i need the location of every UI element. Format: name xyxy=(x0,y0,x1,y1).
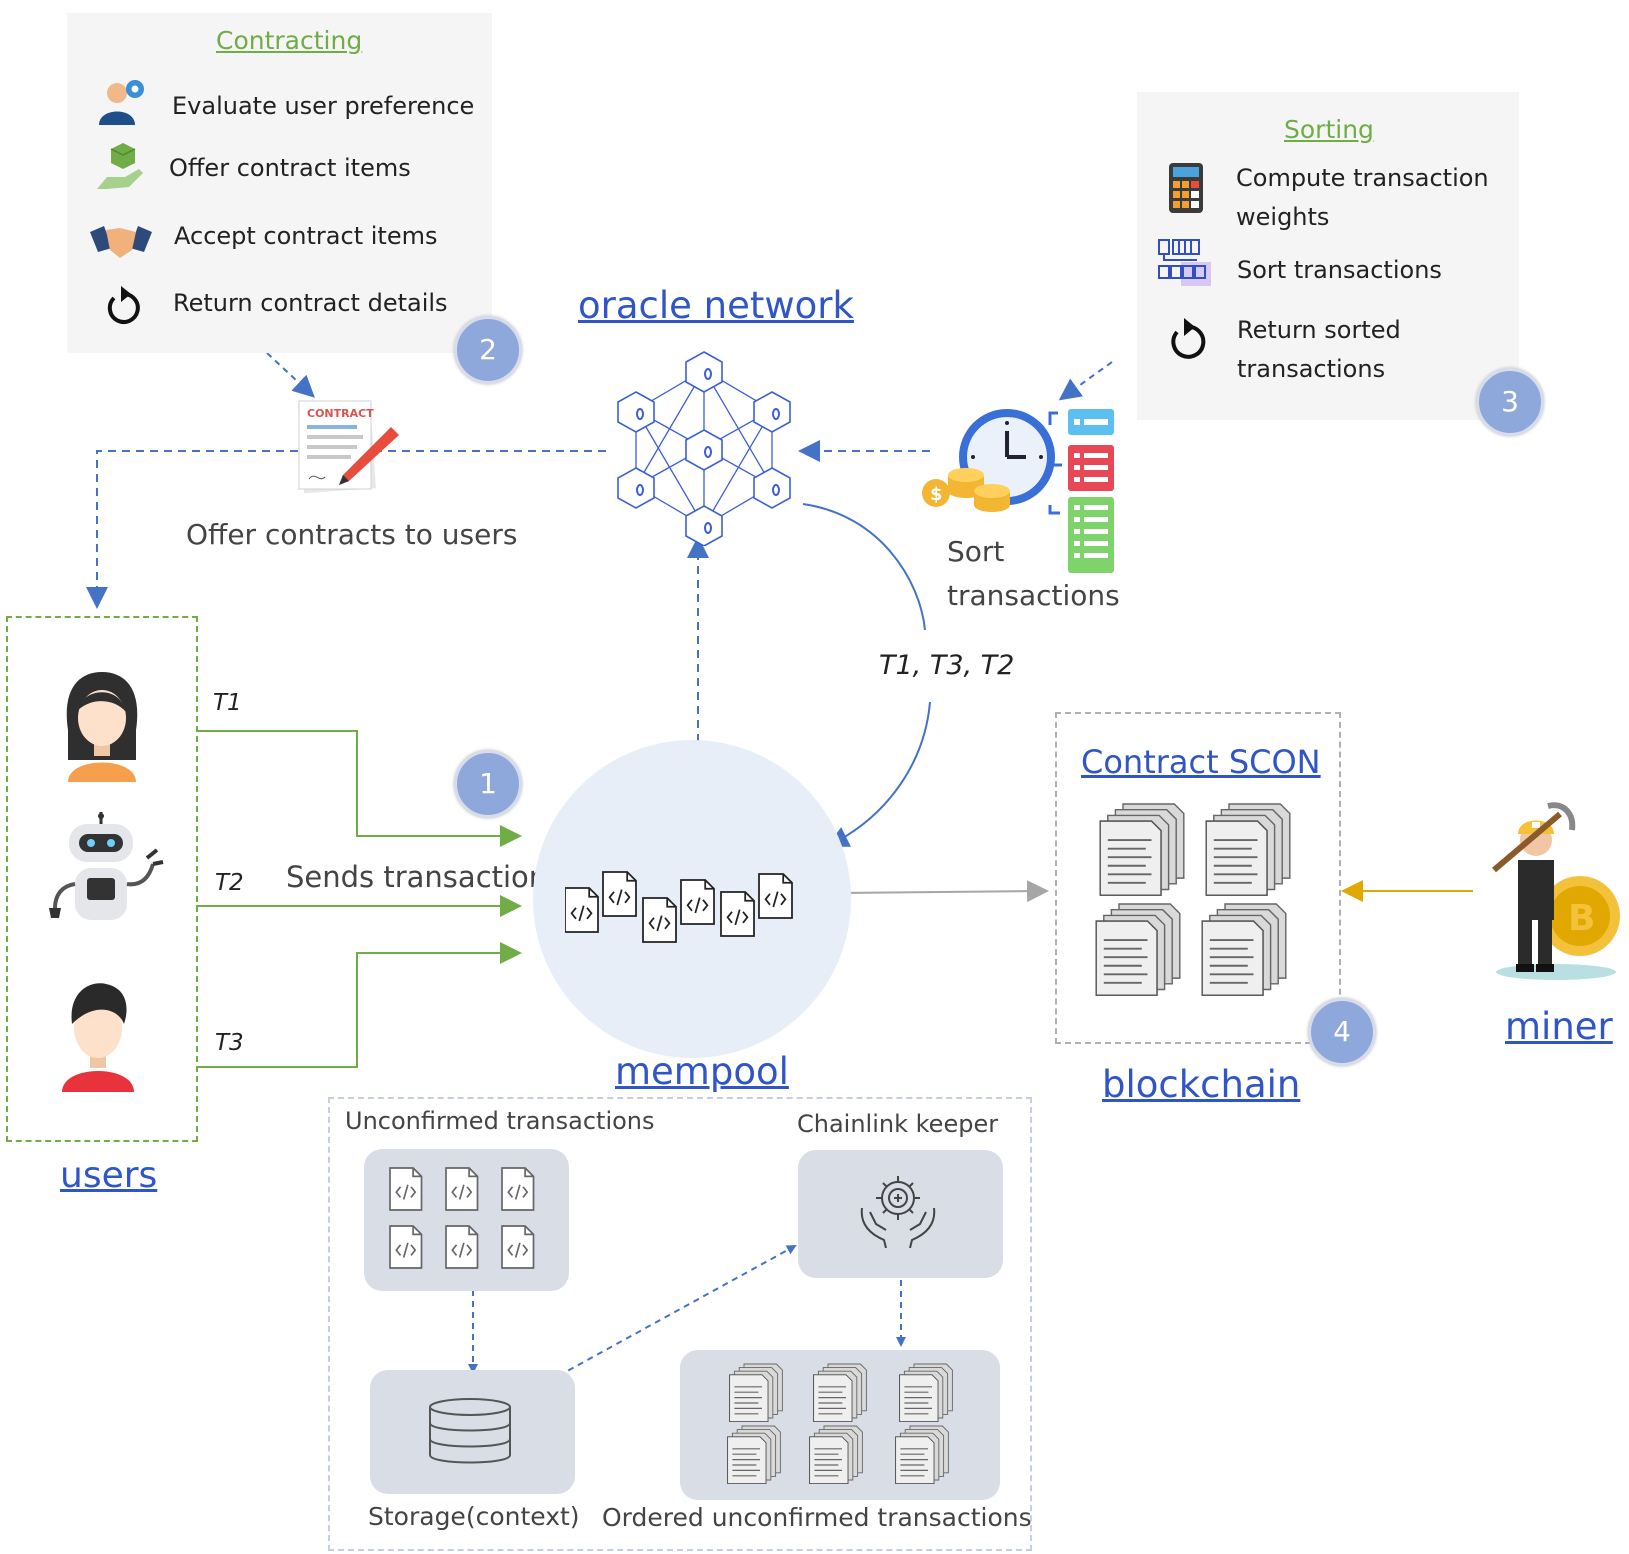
sorting-item-3-line2: transactions xyxy=(1237,355,1386,383)
calculator-icon xyxy=(1167,163,1205,213)
mempool-label[interactable]: mempool xyxy=(615,1050,789,1093)
database-icon xyxy=(425,1397,515,1467)
sort-transactions-caption-2: transactions xyxy=(947,579,1120,612)
miner-label[interactable]: miner xyxy=(1505,1005,1613,1048)
arrow-t3 xyxy=(196,942,522,1068)
badge-3: 3 xyxy=(1476,368,1544,436)
sends-transaction-label: Sends transaction xyxy=(286,860,548,894)
sorting-item-2: Sort transactions xyxy=(1237,256,1442,284)
miner-icon: B xyxy=(1488,800,1624,980)
arrow-oracle-to-users xyxy=(86,450,606,609)
svg-text:B: B xyxy=(1568,898,1595,939)
users-box xyxy=(6,616,198,1142)
contracting-title: Contracting xyxy=(216,26,363,55)
contracting-item-4: Return contract details xyxy=(173,289,448,317)
hexagon-network-icon xyxy=(606,350,802,547)
man-avatar-icon xyxy=(60,980,136,1092)
badge-1: 1 xyxy=(454,750,522,818)
sorting-panel xyxy=(1137,92,1519,420)
users-label[interactable]: users xyxy=(60,1155,158,1196)
clock-coins-list-icon: $ xyxy=(922,405,1120,575)
arrow-ordered-into-mempool xyxy=(826,701,931,847)
handshake-icon xyxy=(90,222,152,262)
contracting-item-3: Accept contract items xyxy=(174,222,438,250)
svg-text:CONTRACT: CONTRACT xyxy=(307,407,374,420)
hand-offer-icon xyxy=(95,143,147,195)
ordered-unconfirmed-label: Ordered unconfirmed transactions xyxy=(602,1503,1032,1532)
blockchain-label[interactable]: blockchain xyxy=(1102,1063,1301,1106)
code-files-icon xyxy=(384,1162,554,1282)
return-arrow-icon xyxy=(1166,318,1206,362)
robot-icon xyxy=(45,812,165,930)
arrow-storage-to-keeper xyxy=(519,1245,797,1398)
blockchain-box xyxy=(1055,712,1341,1044)
sorting-title: Sorting xyxy=(1284,115,1374,144)
arrow-contracting-to-contract xyxy=(266,352,315,398)
contracting-item-2: Offer contract items xyxy=(169,154,411,182)
contracting-panel xyxy=(67,13,492,353)
tx-label-t2: T2 xyxy=(215,870,244,896)
sorting-item-3-line1: Return sorted xyxy=(1237,316,1401,344)
code-files-icon xyxy=(564,870,810,950)
arrow-sorting-to-sort-icon xyxy=(1058,361,1113,401)
oracle-network-label[interactable]: oracle network xyxy=(578,284,854,327)
contract-scon-title[interactable]: Contract SCON xyxy=(1081,743,1321,781)
sort-transactions-caption-1: Sort xyxy=(947,535,1005,568)
return-arrow-icon xyxy=(104,286,142,326)
badge-2: 2 xyxy=(454,316,522,384)
document-stack-icon xyxy=(720,1362,960,1492)
document-stack-icon xyxy=(1090,798,1310,998)
arrow-mempool-to-blockchain xyxy=(839,880,1049,903)
chainlink-keeper-label: Chainlink keeper xyxy=(797,1110,999,1138)
ordered-transactions-label: T1, T3, T2 xyxy=(879,650,1015,681)
storage-panel xyxy=(370,1370,575,1494)
badge-4: 4 xyxy=(1308,998,1376,1066)
woman-avatar-icon xyxy=(60,670,144,782)
user-gear-icon xyxy=(95,75,147,127)
tx-label-t3: T3 xyxy=(215,1030,244,1056)
offer-contracts-caption: Offer contracts to users xyxy=(186,518,518,551)
contracting-item-1: Evaluate user preference xyxy=(172,92,475,120)
arrow-t1 xyxy=(196,730,522,847)
sorting-item-1-line1: Compute transaction xyxy=(1236,164,1489,192)
svg-text:$: $ xyxy=(930,484,943,505)
sort-blocks-icon xyxy=(1157,238,1215,294)
contract-document-icon: CONTRACT xyxy=(295,397,405,497)
detail-box xyxy=(328,1097,1032,1551)
tx-label-t1: T1 xyxy=(213,690,242,716)
sorting-item-1-line2: weights xyxy=(1236,203,1330,231)
storage-label: Storage(context) xyxy=(368,1502,580,1531)
unconfirmed-transactions-label: Unconfirmed transactions xyxy=(345,1107,655,1135)
gear-hands-icon xyxy=(856,1168,940,1249)
arrow-oracle-to-mempool-curve xyxy=(802,503,926,631)
